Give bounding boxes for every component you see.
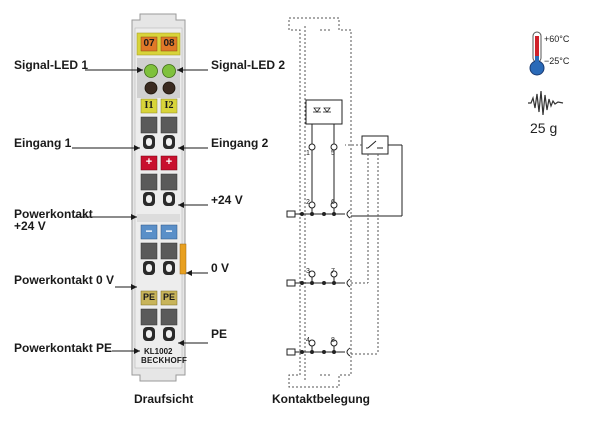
terminal-number-4: 4: [306, 337, 310, 344]
label-0v: 0 V: [211, 261, 230, 275]
model-number: KL1002: [144, 347, 173, 356]
weight: 25 g: [530, 120, 558, 136]
terminal-number-5: 5: [331, 150, 335, 157]
label-signal-led-2: Signal-LED 2: [211, 58, 286, 72]
pe-label-1: [140, 290, 158, 306]
terminal-number-3: 3: [306, 268, 310, 275]
right-contact-hooks: [346, 209, 351, 357]
label-pe: PE: [211, 327, 228, 341]
label-powerkontakt-pe: Powerkontakt PE: [14, 341, 113, 355]
label-powerkontakt-24v-line1: Powerkontakt: [14, 207, 93, 221]
input-label-2: [160, 98, 178, 114]
temp-min: −25°C: [544, 56, 570, 66]
power-contact-tab: [179, 243, 187, 275]
label-eingang-2: Eingang 2: [211, 136, 269, 150]
vibration-icon: [528, 90, 564, 116]
input-label-2-text: I2: [164, 100, 174, 111]
contact-housing-outline: [288, 17, 352, 388]
plus-sign-2: +: [165, 156, 173, 168]
minus-label-1: [140, 224, 158, 240]
power-24v-contacts: [140, 173, 178, 206]
brand-logo: BECKHOFF: [141, 356, 188, 365]
caption-kontaktbelegung: Kontaktbelegung: [272, 392, 370, 406]
signal-led-2: [162, 64, 176, 78]
left-power-stubs: [286, 210, 296, 356]
junction-dots: [300, 212, 336, 354]
label-powerkontakt-0v: Powerkontakt 0 V: [14, 273, 115, 287]
terminal-number-2: 2: [306, 199, 310, 206]
leader-arrowheads: [131, 67, 192, 354]
temp-max: +60°C: [544, 34, 570, 44]
minus-sign-2: −: [165, 224, 173, 238]
input-label-1: [140, 98, 158, 114]
caption-draufsicht: Draufsicht: [134, 392, 194, 406]
pe-text-1: PE: [142, 292, 155, 302]
terminal-number-8: 8: [331, 337, 335, 344]
minus-label-2: [160, 224, 178, 240]
plus-label-1: [140, 155, 158, 171]
input-contacts: [140, 116, 178, 149]
feed-lines: [351, 154, 379, 355]
plus-label-2: [160, 155, 178, 171]
led-circuit-box: [305, 99, 343, 151]
pe-text-2: PE: [162, 292, 175, 302]
minus-sign-1: −: [145, 224, 153, 238]
terminal-number-7: 7: [331, 268, 335, 275]
led-label-1: 07: [143, 38, 155, 49]
signal-led-1: [144, 64, 158, 78]
terminal-number-6: 6: [331, 199, 335, 206]
label-plus-24v: +24 V: [211, 193, 243, 207]
label-eingang-1: Eingang 1: [14, 136, 72, 150]
led-label-2: 08: [163, 38, 175, 49]
terminal-number-1: 1: [306, 150, 310, 157]
plus-sign-1: +: [145, 156, 153, 168]
label-signal-led-1: Signal-LED 1: [14, 58, 89, 72]
terminal-rows: [295, 150, 345, 353]
pe-contacts: [140, 308, 178, 341]
thermometer-icon: [529, 31, 545, 76]
input-label-1-text: I1: [144, 100, 154, 111]
power-0v-contacts: [140, 242, 178, 275]
label-powerkontakt-24v-line2: +24 V: [14, 219, 46, 233]
input-switch-box: [345, 135, 403, 217]
pe-label-2: [160, 290, 178, 306]
